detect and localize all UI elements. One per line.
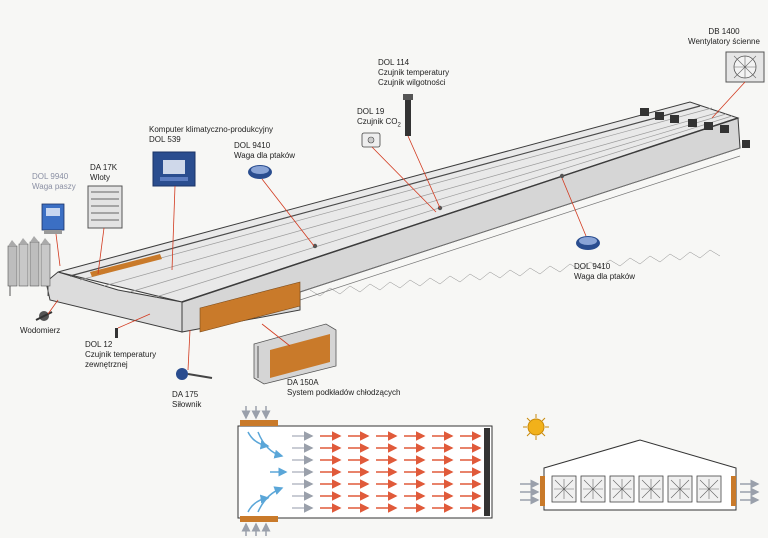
fan-blades (641, 479, 661, 499)
dol114-code: DOL 114 (378, 58, 410, 67)
da175-label: DA 175 Siłownik (172, 390, 201, 410)
dol9940-name: Waga paszy (32, 182, 76, 191)
da150a-code: DA 150A (287, 378, 319, 387)
computer-line2: DOL 539 (149, 135, 181, 144)
controller-icon (152, 151, 196, 187)
wodomierz-name: Wodomierz (20, 326, 61, 335)
computer-line1: Komputer klimatyczno-produkcyjny (149, 125, 274, 134)
dol9940-label: DOL 9940 Waga paszy (32, 172, 76, 192)
dol9410-right-name: Waga dla ptaków (574, 272, 636, 281)
temperature-probe-icon (115, 328, 118, 338)
sensor-probe-icon (403, 94, 413, 136)
fan-blades (699, 479, 719, 499)
actuator-icon (176, 368, 213, 380)
gable-fans (640, 108, 750, 148)
cooling-pad-icon (253, 323, 337, 385)
fan-blades (612, 479, 632, 499)
dol114-line2: Czujnik wilgotności (378, 78, 446, 87)
db1400-label: DB 1400 Wentylatory ścienne (681, 27, 767, 47)
poultry-house (45, 101, 750, 333)
da17k-code: DA 17K (90, 163, 118, 172)
air-inlet-icon (87, 185, 123, 229)
da17k-name: Wloty (90, 173, 110, 182)
computer-label: Komputer klimatyczno-produkcyjny DOL 539 (149, 125, 273, 145)
db1400-code: DB 1400 (708, 27, 740, 36)
da150a-name: System podkładów chłodzących (287, 388, 401, 397)
cross-section-diagram (520, 439, 760, 511)
dol9410-right-label: DOL 9410 Waga dla ptaków (574, 262, 635, 282)
wall-fan-icon (725, 51, 765, 83)
dol12-code: DOL 12 (85, 340, 113, 349)
feed-scale-icon (41, 203, 65, 234)
wodomierz-label: Wodomierz (20, 326, 60, 336)
dol114-line1: Czujnik temperatury (378, 68, 450, 77)
dol19-name-prefix: Czujnik CO (357, 117, 398, 126)
dol12-line2: zewnętrznej (85, 360, 128, 369)
dol9410-top-label: DOL 9410 Waga dla ptaków (234, 141, 295, 161)
sun-icon (523, 414, 549, 440)
dol9940-code: DOL 9940 (32, 172, 69, 181)
da175-code: DA 175 (172, 390, 199, 399)
water-meter-icon (35, 311, 53, 321)
dol12-line1: Czujnik temperatury (85, 350, 157, 359)
dol9410-top-name: Waga dla ptaków (234, 151, 296, 160)
dol9410-top-code: DOL 9410 (234, 141, 271, 150)
fan-blades (554, 479, 574, 499)
dol12-label: DOL 12 Czujnik temperatury zewnętrznej (85, 340, 156, 370)
dol19-code: DOL 19 (357, 107, 385, 116)
da175-name: Siłownik (172, 400, 202, 409)
dol19-name: Czujnik CO2 (357, 117, 401, 131)
silo-icon (7, 236, 51, 296)
da150a-label: DA 150A System podkładów chłodzących (287, 378, 400, 398)
leader-lines (47, 81, 746, 371)
bird-scale-icon (576, 236, 600, 250)
da17k-label: DA 17K Wloty (90, 163, 117, 183)
dol114-label: DOL 114 Czujnik temperatury Czujnik wilg… (378, 58, 449, 88)
fan-blades (583, 479, 603, 499)
dol19-label: DOL 19 Czujnik CO2 (357, 107, 401, 131)
db1400-name: Wentylatory ścienne (688, 37, 760, 46)
bird-scale-icon (248, 165, 272, 179)
fan-blades (670, 479, 690, 499)
dol9410-right-code: DOL 9410 (574, 262, 611, 271)
dol19-name-sub: 2 (397, 122, 401, 129)
co2-sensor-icon (361, 132, 381, 148)
airflow-plan-diagram (237, 406, 493, 536)
